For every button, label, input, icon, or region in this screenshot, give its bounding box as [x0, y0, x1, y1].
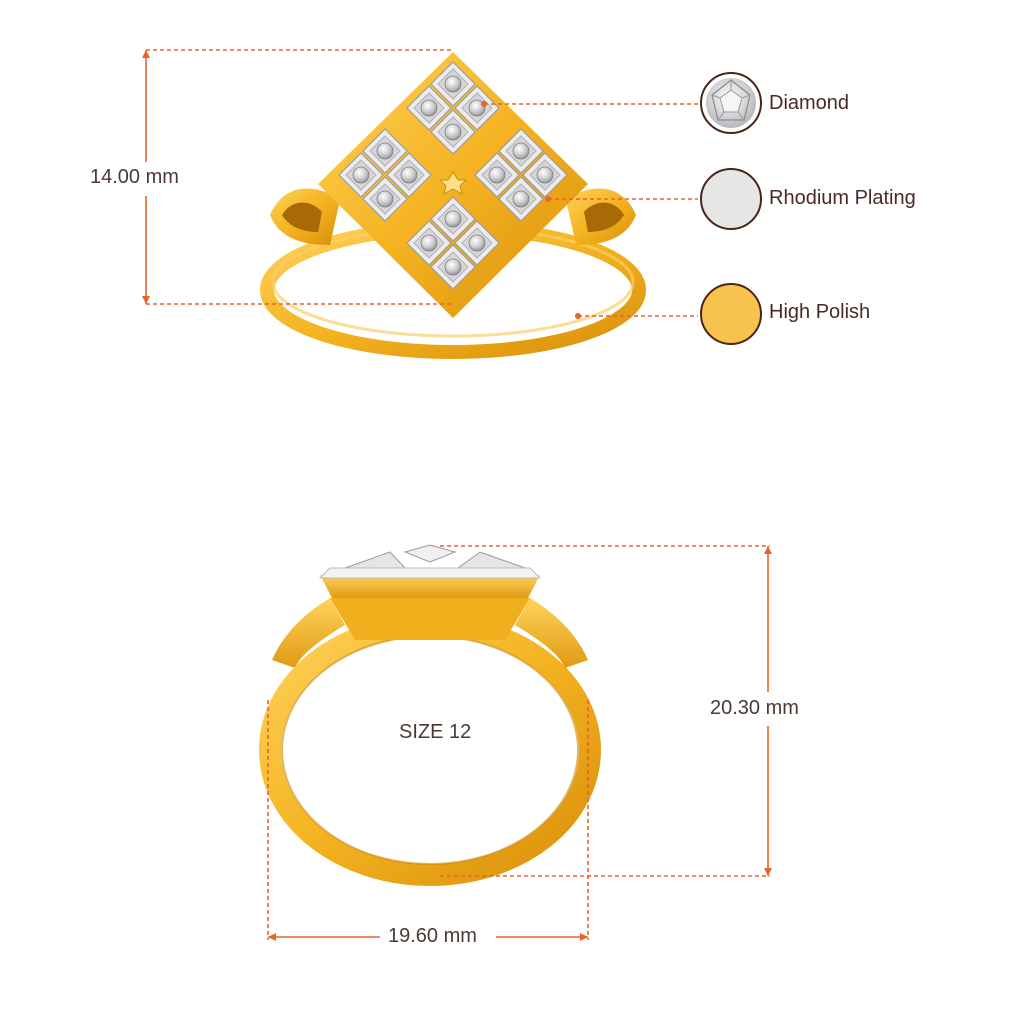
dimension-height-front: 20.30 mm: [710, 697, 799, 720]
diamond-stone: [468, 234, 486, 252]
diamond-stone: [420, 234, 438, 252]
centre-star: [438, 171, 468, 195]
ring-front-view: [259, 544, 601, 886]
diamond-stone: [488, 166, 506, 184]
ring-top-view: [260, 52, 646, 359]
rhodium-swatch-icon: [700, 168, 762, 230]
dimension-height-top: 14.00 mm: [90, 166, 179, 189]
legend-label-polish: High Polish: [769, 301, 871, 323]
dimension-arrows: [142, 50, 772, 941]
diamond-stone: [536, 166, 554, 184]
legend-label-rhodium: Rhodium Plating: [769, 187, 916, 209]
diamond-stone: [352, 166, 370, 184]
diamond-stone: [444, 210, 462, 228]
diamond-stone: [376, 142, 394, 160]
diamond-icon: [700, 72, 762, 134]
diamond-stone: [512, 142, 530, 160]
ring-size-label: SIZE 12: [399, 721, 472, 743]
dimension-width-front: 19.60 mm: [388, 925, 477, 948]
gold-swatch-icon: [700, 283, 762, 345]
dimension-lines: [145, 49, 770, 940]
stone-tiles: [338, 61, 568, 290]
diamond-stone: [444, 75, 462, 93]
ring-band: [259, 614, 601, 886]
diamond-stone: [376, 190, 394, 208]
diamond-stone: [420, 99, 438, 117]
diamond-stone: [444, 123, 462, 141]
diamond-stone: [444, 258, 462, 276]
diamond-stone: [512, 190, 530, 208]
diamond-stone: [400, 166, 418, 184]
legend-swatches: [700, 72, 762, 345]
legend-label-diamond: Diamond: [769, 92, 850, 114]
